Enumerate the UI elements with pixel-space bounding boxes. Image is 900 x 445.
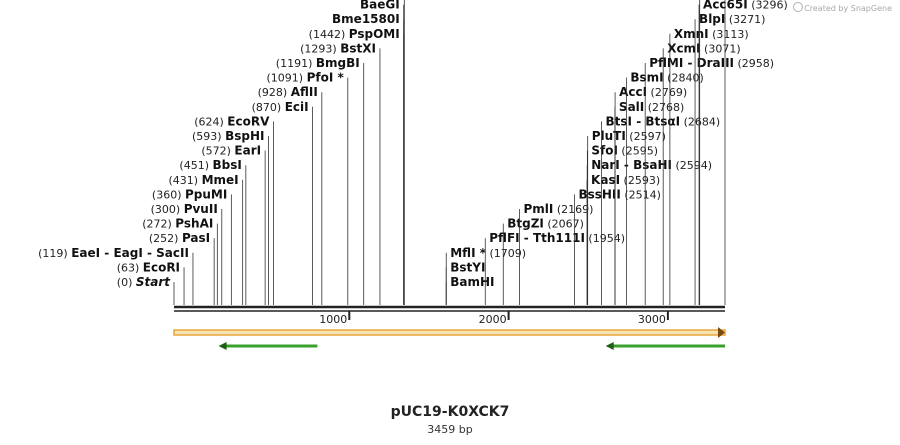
site-label-group: (252) PasI: [149, 231, 210, 245]
site-label-group: BstYI: [450, 260, 485, 274]
site-label: (63) EcoRI: [117, 260, 180, 274]
site-label: (360) PpuMI: [152, 187, 227, 201]
site-label: (928) AflII: [258, 85, 318, 99]
site-label-group: Acc65I (3296): [703, 0, 788, 12]
site-label-group: SalI (2768): [619, 100, 684, 114]
site-label-group: (572) EarI: [201, 144, 261, 158]
site-label-group: (1293) BstXI: [300, 41, 376, 55]
site-label: (1091) PfoI *: [267, 71, 345, 85]
credit-text: Created by SnapGene: [804, 4, 892, 13]
site-label-group: PflMI - DraIII (2958): [649, 56, 774, 70]
axis-tick-label: 2000: [479, 313, 507, 326]
site-label: XcmI (3071): [667, 41, 740, 55]
site-label: (119) EaeI - EagI - SacII: [38, 246, 189, 260]
site-label-group: KasI (2593): [591, 173, 660, 187]
site-label-group: (63) EcoRI: [117, 260, 180, 274]
site-label-group: PluTI (2597): [592, 129, 666, 143]
site-label-group: MflI * (1709): [450, 246, 526, 260]
site-label: BamHI: [450, 275, 494, 289]
site-label-group: PmlI (2169): [524, 202, 594, 216]
site-label: (1191) BmgBI: [276, 56, 360, 70]
site-label-group: (1442) PspOMI: [309, 27, 400, 41]
plasmid-name: pUC19-K0XCK7: [390, 404, 510, 420]
site-label: KasI (2593): [591, 173, 660, 187]
site-label: SalI (2768): [619, 100, 684, 114]
site-label-group: BamHI: [450, 275, 494, 289]
site-label: (300) PvuII: [151, 202, 218, 216]
site-label: Bme1580I: [332, 12, 400, 26]
site-label: (451) BbsI: [179, 158, 241, 172]
site-label-group: PflFI - Tth111I (1954): [489, 231, 625, 245]
site-label: PflFI - Tth111I (1954): [489, 231, 625, 245]
feature-arrow-head: [605, 342, 614, 350]
feature-bar-arrowhead: [718, 327, 725, 338]
site-label: (431) MmeI: [169, 173, 239, 187]
site-label-group: AccI (2769): [619, 85, 687, 99]
site-label-group: (593) BspHI: [192, 129, 264, 143]
site-label: BaeGI: [360, 0, 400, 12]
site-label-group: BaeGI: [360, 0, 400, 12]
site-label-group: (1091) PfoI *: [267, 71, 345, 85]
site-label-group: BtsI - BtsαI (2684): [606, 114, 721, 128]
feature-bar: [173, 329, 726, 336]
site-label: BssHII (2514): [578, 187, 660, 201]
site-label: BstYI: [450, 260, 485, 274]
site-label: PluTI (2597): [592, 129, 666, 143]
site-label: (593) BspHI: [192, 129, 264, 143]
site-label-group: (431) MmeI: [169, 173, 239, 187]
site-label: XmnI (3113): [674, 27, 749, 41]
site-label-group: BlpI (3271): [699, 12, 765, 26]
site-label: (870) EciI: [252, 100, 309, 114]
site-label: (1442) PspOMI: [309, 27, 400, 41]
site-label-group: (451) BbsI: [179, 158, 241, 172]
site-label: MflI * (1709): [450, 246, 526, 260]
site-label-group: BssHII (2514): [578, 187, 660, 201]
site-label: (272) PshAI: [142, 217, 213, 231]
site-label-group: (1191) BmgBI: [276, 56, 360, 70]
site-label: PflMI - DraIII (2958): [649, 56, 774, 70]
site-label-group: (0) Start: [117, 275, 171, 289]
site-label: (252) PasI: [149, 231, 210, 245]
site-label-group: (928) AflII: [258, 85, 318, 99]
plasmid-length: 3459 bp: [427, 423, 473, 436]
site-label: (1293) BstXI: [300, 41, 376, 55]
axis-tick-label: 1000: [319, 313, 347, 326]
site-label: BtsI - BtsαI (2684): [606, 114, 721, 128]
site-label: (0) Start: [117, 275, 171, 289]
site-label: NarI - BsaHI (2594): [591, 158, 712, 172]
site-label: Acc65I (3296): [703, 0, 788, 12]
site-label-group: (300) PvuII: [151, 202, 218, 216]
snapgene-logo-icon: [793, 2, 804, 12]
site-label-group: BtgZI (2067): [507, 217, 584, 231]
site-label: PmlI (2169): [524, 202, 594, 216]
site-label-group: XmnI (3113): [674, 27, 749, 41]
site-label: BsmI (2840): [630, 71, 703, 85]
site-label-group: BsmI (2840): [630, 71, 703, 85]
site-label-group: (119) EaeI - EagI - SacII: [38, 246, 189, 260]
site-label-group: (624) EcoRV: [194, 114, 270, 128]
axis-tick-label: 3000: [638, 313, 666, 326]
snapgene-credit: Created by SnapGene: [793, 2, 892, 13]
site-label-group: XcmI (3071): [667, 41, 740, 55]
site-label: (572) EarI: [201, 144, 261, 158]
site-label: BlpI (3271): [699, 12, 765, 26]
site-label-group: NarI - BsaHI (2594): [591, 158, 712, 172]
site-label: BtgZI (2067): [507, 217, 584, 231]
site-label: AccI (2769): [619, 85, 687, 99]
site-label-group: Bme1580I: [332, 12, 400, 26]
site-label-group: (360) PpuMI: [152, 187, 227, 201]
site-label-group: (272) PshAI: [142, 217, 213, 231]
site-label-group: (870) EciI: [252, 100, 309, 114]
feature-arrow-head: [218, 342, 227, 350]
site-label: SfoI (2595): [591, 144, 658, 158]
site-label: (624) EcoRV: [194, 114, 270, 128]
site-label-group: SfoI (2595): [591, 144, 658, 158]
